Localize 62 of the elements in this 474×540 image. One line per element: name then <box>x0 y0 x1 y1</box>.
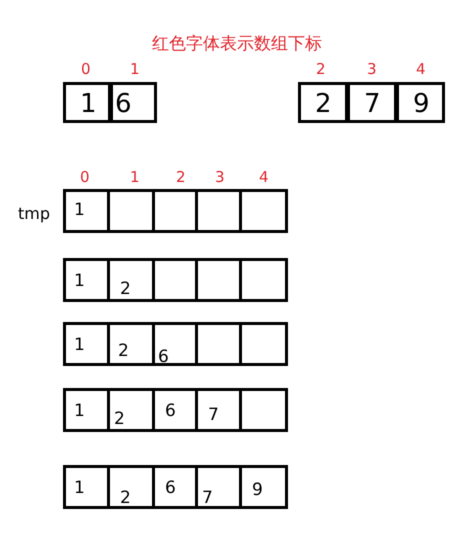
array-cell <box>152 322 198 366</box>
array-cell <box>298 82 348 123</box>
cell-value: 6 <box>158 349 169 366</box>
array-cell <box>152 258 198 302</box>
cell-value: 1 <box>74 273 85 290</box>
cell-value: 6 <box>165 403 176 420</box>
cell-value: 2 <box>120 490 131 507</box>
array-cell <box>63 82 111 123</box>
array-cell <box>239 322 288 366</box>
index-label: 2 <box>316 62 326 77</box>
array-cell <box>152 388 198 432</box>
index-label: 0 <box>81 62 91 77</box>
index-label: 1 <box>130 170 140 185</box>
array-cell <box>195 465 242 509</box>
index-label: 2 <box>176 170 186 185</box>
array-cell <box>239 189 288 233</box>
cell-value: 2 <box>120 281 131 298</box>
index-label: 4 <box>259 170 269 185</box>
array-cell <box>107 258 155 302</box>
cell-value: 6 <box>115 91 132 117</box>
array-cell <box>63 388 110 432</box>
cell-value: 7 <box>364 91 381 117</box>
array-cell <box>63 189 110 233</box>
array-cell <box>107 322 155 366</box>
index-label: 0 <box>80 170 90 185</box>
cell-value: 2 <box>118 343 129 360</box>
cell-value: 6 <box>165 480 176 497</box>
array-cell <box>239 258 288 302</box>
cell-value: 2 <box>315 91 332 117</box>
array-cell <box>195 322 242 366</box>
cell-value: 7 <box>202 490 213 507</box>
index-label: 3 <box>215 170 225 185</box>
cell-value: 9 <box>252 482 263 499</box>
cell-value: 1 <box>74 403 85 420</box>
array-cell <box>239 388 288 432</box>
array-cell <box>195 388 242 432</box>
cell-value: 2 <box>114 411 125 428</box>
index-label: 1 <box>130 62 140 77</box>
array-cell <box>63 465 110 509</box>
title: 红色字体表示数组下标 <box>151 33 323 55</box>
cell-value: 9 <box>413 91 430 117</box>
array-cell <box>63 258 110 302</box>
array-cell <box>107 388 155 432</box>
array-cell <box>347 82 397 123</box>
cell-value: 1 <box>74 202 85 219</box>
array-cell <box>107 465 155 509</box>
array-cell <box>110 82 157 123</box>
array-name: tmp <box>18 204 50 223</box>
index-label: 3 <box>367 62 377 77</box>
cell-value: 7 <box>208 407 219 424</box>
array-cell <box>152 465 198 509</box>
array-cell <box>195 258 242 302</box>
array-cell <box>239 465 288 509</box>
array-cell <box>396 82 445 123</box>
cell-value: 1 <box>74 337 85 354</box>
cell-value: 1 <box>80 91 97 117</box>
array-cell <box>195 189 242 233</box>
array-cell <box>63 322 110 366</box>
array-cell <box>107 189 155 233</box>
array-cell <box>152 189 198 233</box>
index-label: 4 <box>416 62 426 77</box>
cell-value: 1 <box>74 480 85 497</box>
